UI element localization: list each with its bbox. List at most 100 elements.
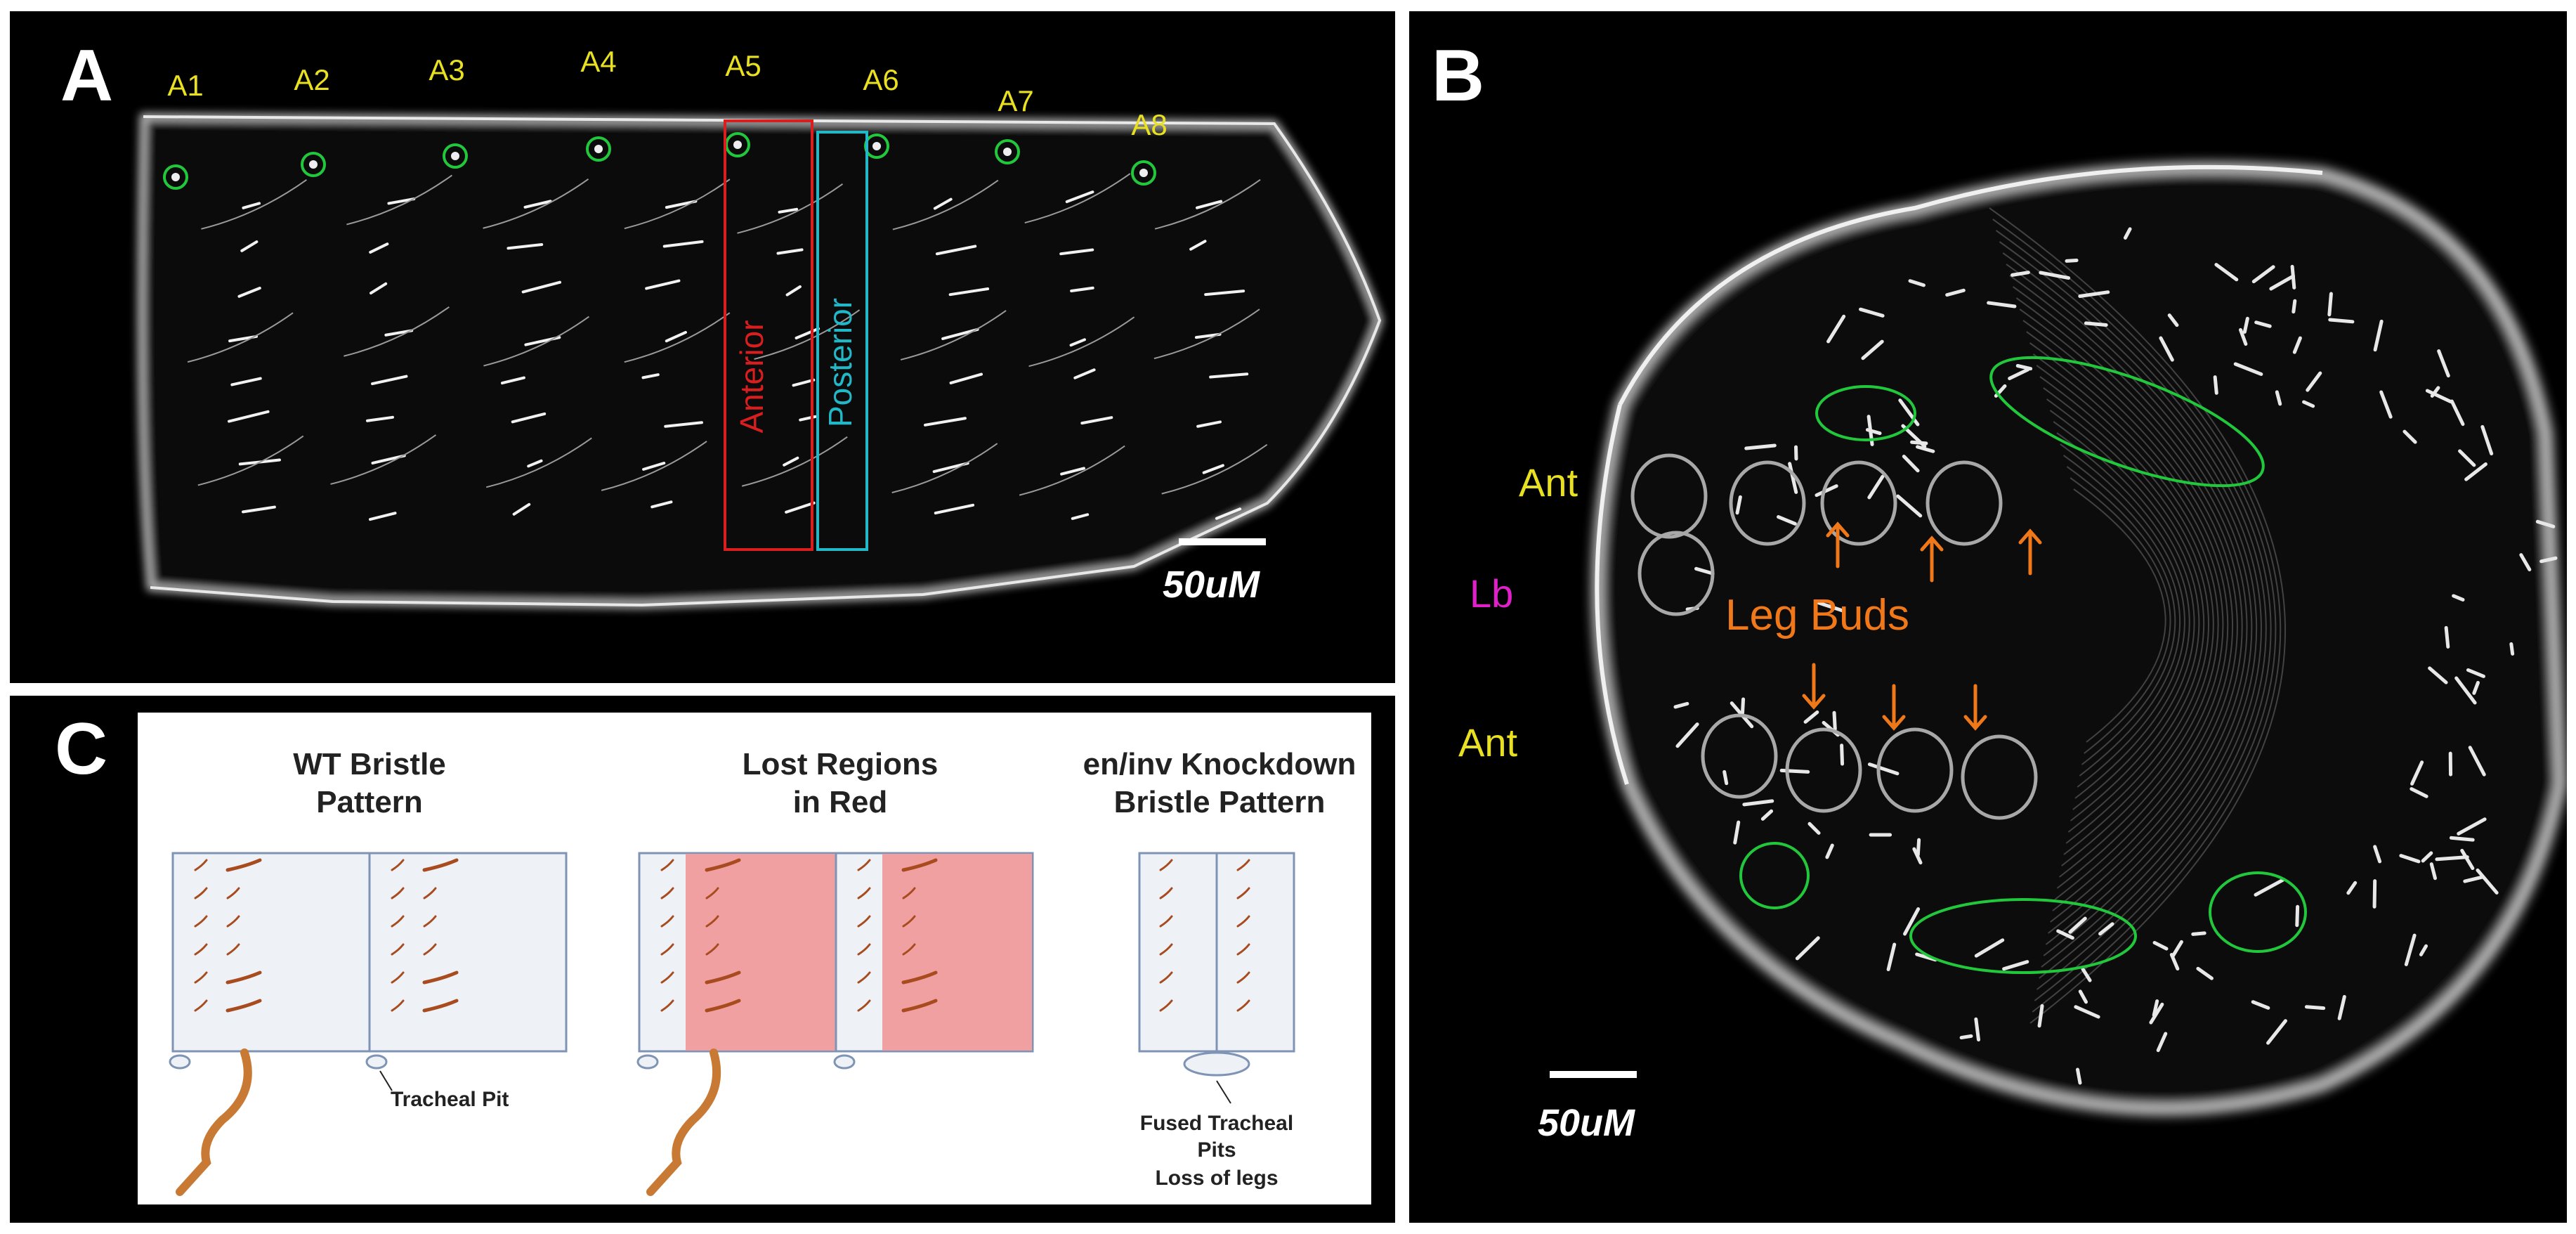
bristle [2402, 429, 2417, 444]
bristle [2068, 916, 2087, 934]
bristle [941, 327, 979, 340]
segment-label-a8: A8 [1131, 108, 1167, 141]
bristle [949, 372, 983, 384]
schematic-bristle [194, 999, 208, 1012]
fiber [2022, 320, 2238, 911]
bristle [1859, 307, 1885, 318]
hair [624, 178, 731, 230]
segment-label-a3: A3 [429, 53, 464, 86]
bristle [2379, 390, 2393, 419]
schematic-bristle [226, 943, 240, 956]
ant-bottom-label: Ant [1458, 720, 1517, 765]
schematic-bristle [1236, 915, 1250, 928]
bristle [1080, 416, 1113, 425]
fiber [2046, 398, 2205, 833]
green-ring-5 [2209, 871, 2307, 953]
bristle [240, 240, 259, 252]
bristle [664, 421, 703, 428]
leg-bud-ring [1785, 727, 1862, 813]
bristle [650, 500, 673, 509]
fiber [2039, 376, 2214, 855]
schematic-bristle [422, 858, 459, 872]
bristle [230, 377, 262, 387]
bristle [2191, 931, 2206, 936]
bristle-schematic: WT Bristle Pattern Lost Regions in Red e… [169, 747, 1356, 1196]
fused-pit-leader [1216, 1080, 1231, 1104]
schematic-bristle [902, 887, 916, 899]
bristle [2251, 265, 2275, 284]
leg-bud-ring [1729, 460, 1806, 546]
schematic-bristle [705, 970, 741, 985]
bristle [368, 512, 397, 521]
fiber [1996, 230, 2277, 1001]
panel-c: C WT Bristle Pattern Lost Regions in Red… [10, 696, 1395, 1223]
bristle [2159, 336, 2174, 362]
segment-label-a4: A4 [580, 45, 616, 78]
bristle [1861, 339, 1884, 361]
bristle [1735, 495, 1742, 515]
bristle [2435, 855, 2469, 862]
hair [754, 309, 861, 360]
bristle [1744, 443, 1777, 450]
bristle [2373, 845, 2382, 864]
bristle [511, 412, 547, 424]
fiber [2036, 365, 2219, 866]
bristle [2152, 940, 2169, 951]
schematic-bristle [194, 915, 208, 928]
tracheal-pit-wt-1 [169, 1054, 191, 1070]
anterior-label: Anterior [733, 320, 770, 433]
tracheal-pit-lost-1 [636, 1054, 659, 1070]
bristle [2457, 817, 2487, 836]
bristle [2254, 320, 2272, 328]
schematic-bristle [705, 943, 719, 956]
spiracle [309, 160, 318, 169]
schematic-bristle [423, 943, 437, 956]
bristle [1815, 484, 1838, 498]
bristle [2196, 966, 2214, 980]
green-ring-1 [1815, 385, 1916, 441]
bristle [1060, 467, 1085, 476]
bristle [2337, 994, 2346, 1020]
bristle [933, 197, 953, 210]
scale-bar-b [1550, 1071, 1637, 1078]
tracheal-pit-leader [379, 1070, 393, 1091]
bristle [2292, 336, 2302, 354]
schematic-diagram: WT Bristle Pattern Lost Regions in Red e… [138, 713, 1371, 1204]
bristle [242, 202, 261, 209]
bristle [641, 373, 660, 379]
bristle [2464, 462, 2487, 481]
schematic-bristles [194, 858, 1250, 1013]
fiber [1999, 241, 2272, 990]
hair [330, 434, 437, 485]
bristle [2428, 666, 2448, 684]
fiber [2013, 286, 2253, 945]
schematic-bristle [423, 887, 437, 899]
embryo-image-b: Ant Lb Ant Leg Buds 50uM [1458, 162, 2567, 1144]
schematic-bristle [1159, 887, 1173, 899]
bristle [371, 454, 406, 465]
bristle [1902, 455, 1920, 473]
bristle [1912, 847, 1923, 865]
leg-wt [176, 1048, 252, 1196]
bristle [2039, 271, 2071, 280]
bristle [1826, 314, 1846, 344]
ant-top-label: Ant [1519, 460, 1578, 505]
bristle [2238, 327, 2248, 346]
schematic-bristle [1236, 971, 1250, 984]
bristle [1070, 286, 1094, 293]
schematic-bristle [705, 999, 741, 1013]
bristle [1974, 1017, 1981, 1042]
bristle [783, 456, 799, 467]
schematic-bristle [391, 971, 405, 984]
bristle [2037, 1004, 2044, 1028]
schematic-bristle [901, 970, 938, 985]
bristle [2084, 321, 2108, 327]
bristle [1788, 462, 1798, 494]
bristle [665, 330, 687, 343]
bristle [2078, 290, 2110, 299]
bristle [384, 329, 414, 337]
leg-bud-ring [1820, 460, 1897, 546]
bristle [2081, 967, 2092, 982]
fiber [2019, 308, 2243, 923]
bristle [370, 282, 388, 295]
